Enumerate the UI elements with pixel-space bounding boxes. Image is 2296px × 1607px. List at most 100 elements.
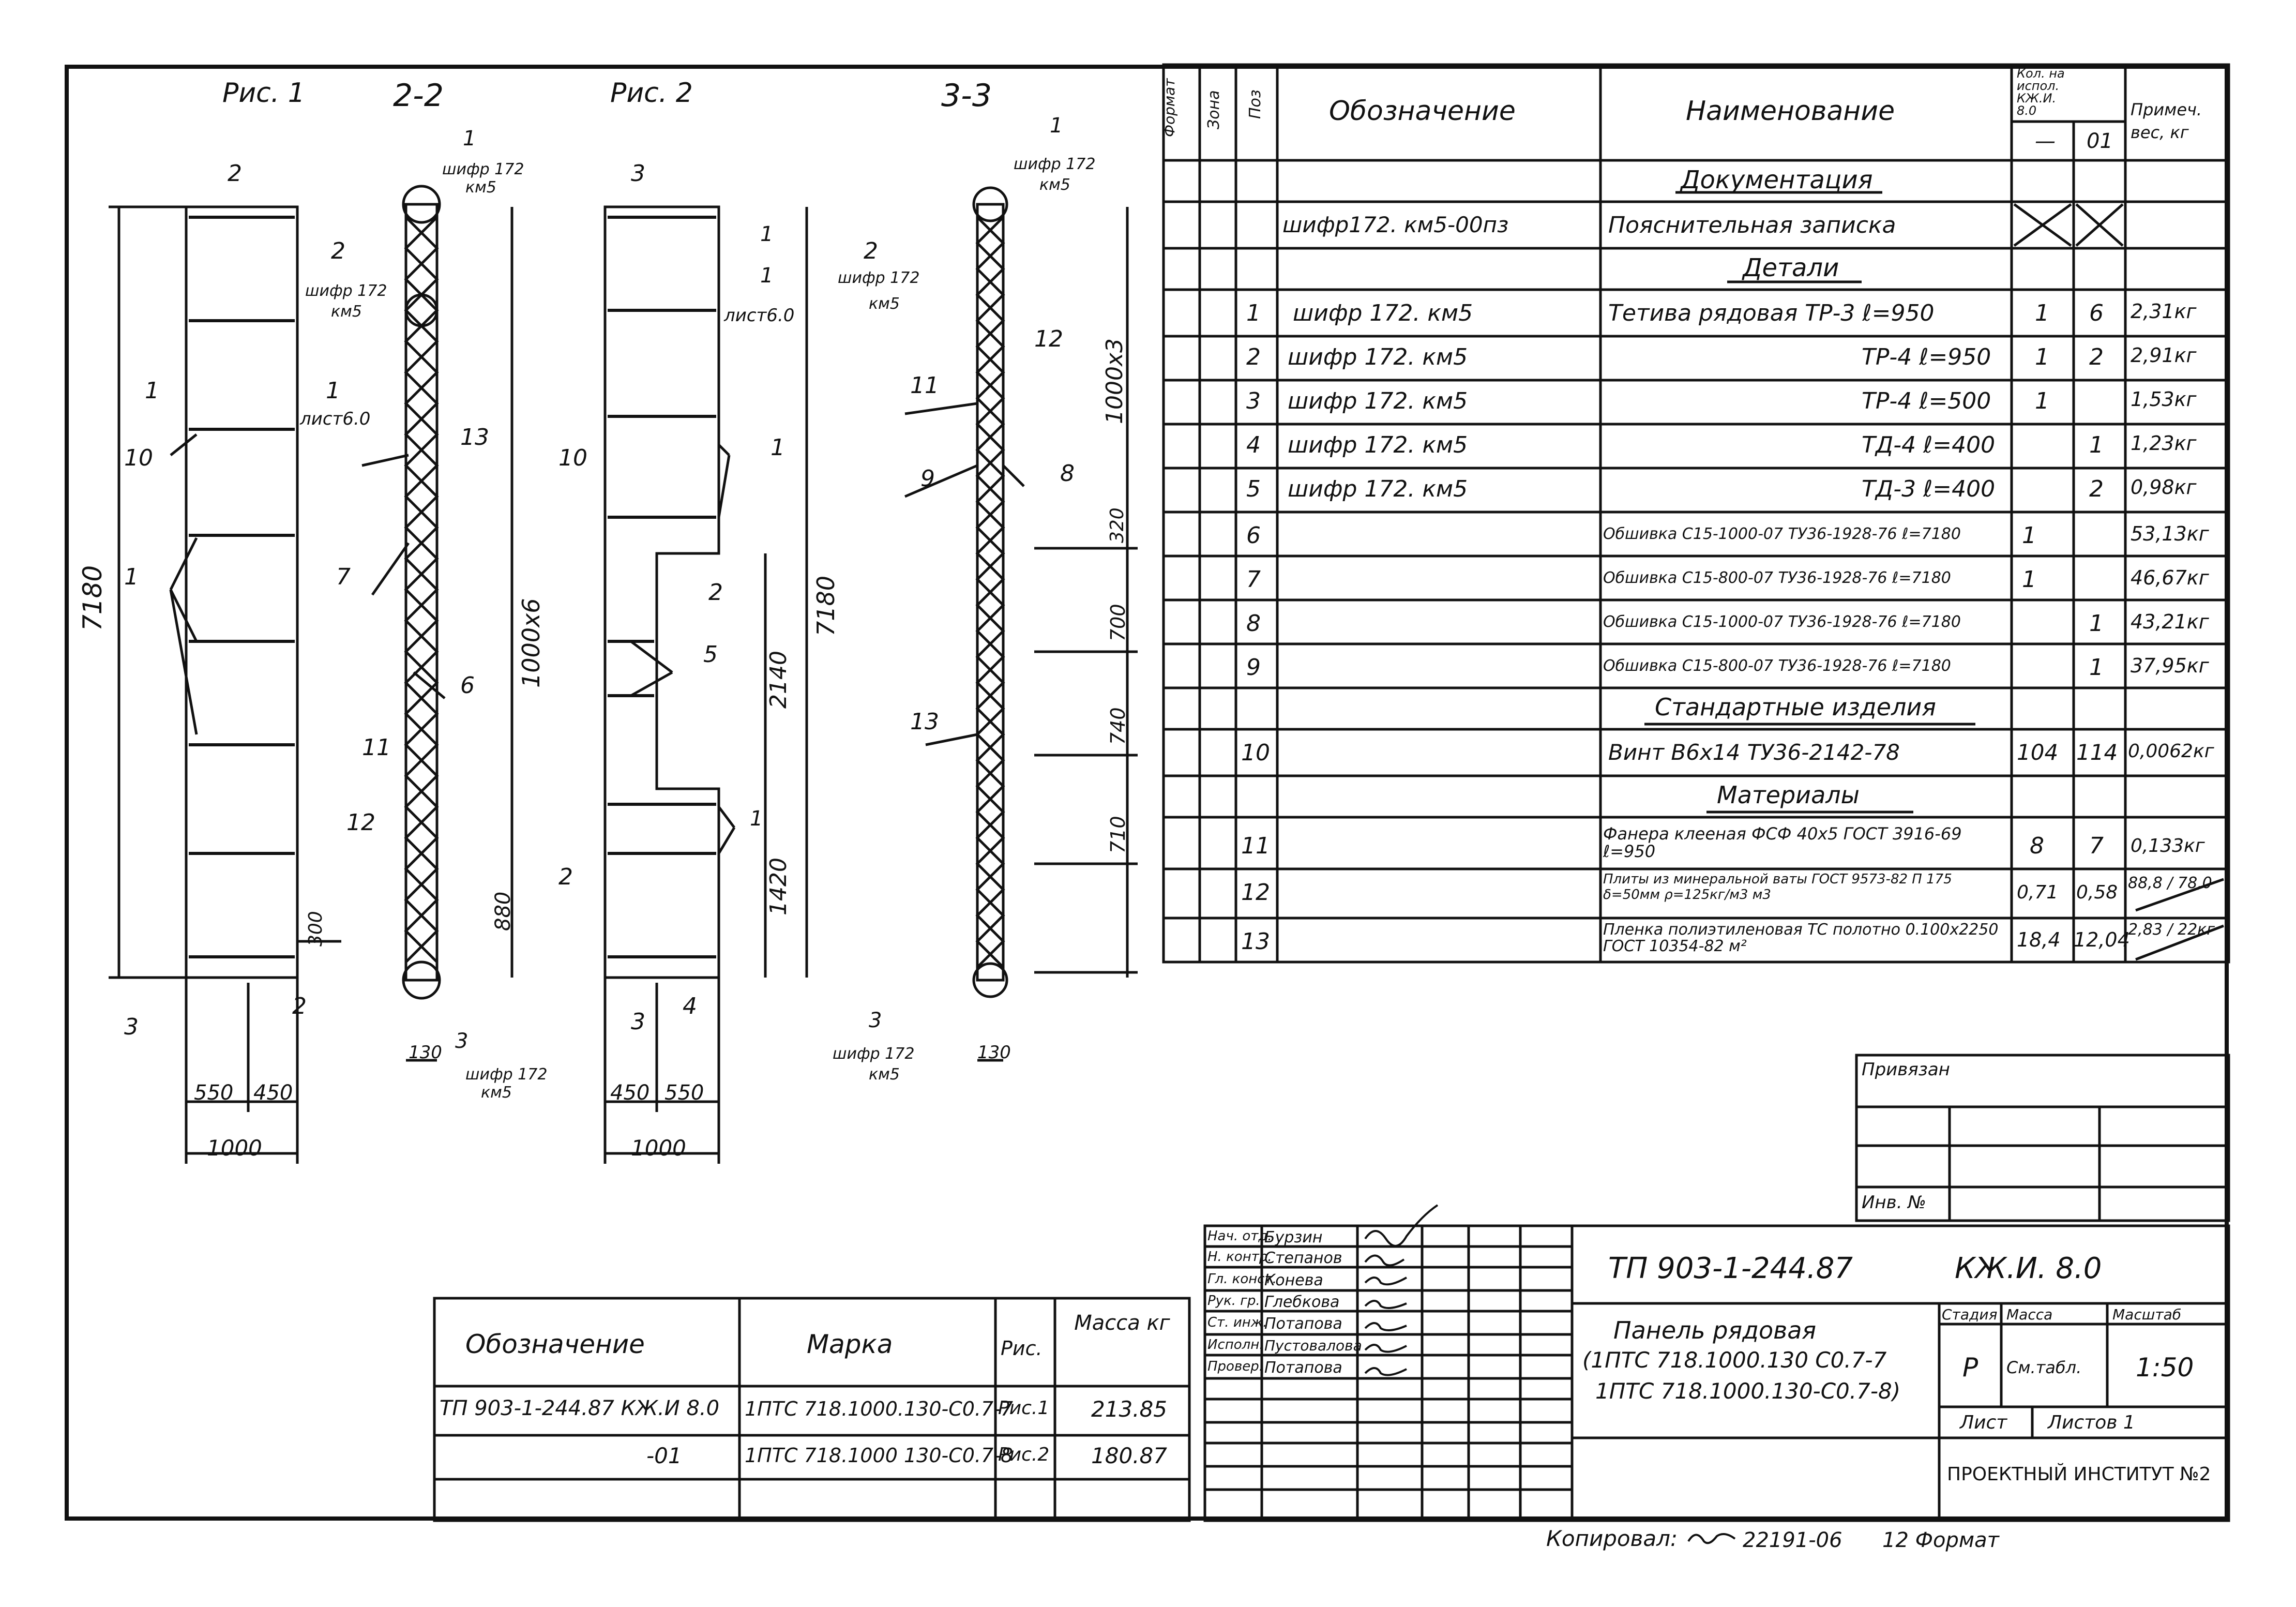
dim-130-s22: 130: [409, 1042, 442, 1063]
callout-1-fig1: 1: [124, 564, 139, 590]
ref-km5-bot-s22: км5: [481, 1084, 512, 1102]
marks-header-fig: Рис.: [1001, 1337, 1043, 1360]
marks-row-mass: 180.87: [1091, 1443, 1167, 1468]
spec-row-name: ТР-4 ℓ=950: [1862, 344, 1991, 370]
callout-1-fig2-a: 1: [760, 222, 774, 246]
spec-row-name: Обшивка С15-1000-07 ТУ36-1928-76 ℓ=7180: [1603, 613, 1961, 631]
signatures: [1364, 1204, 1439, 1376]
spec-row-qty1: 1: [2035, 388, 2049, 414]
drawing-sheet-frame: [65, 65, 2229, 1521]
spec-row-pos: 11: [1241, 833, 1270, 859]
spec-row-qty2: 2: [2089, 344, 2104, 370]
spec-row-name: ТР-4 ℓ=500: [1862, 388, 1991, 414]
spec-row-qty2: 1: [2089, 610, 2104, 637]
spec-row-qty2: 7: [2089, 833, 2104, 859]
spec-row-qty2: 6: [2089, 300, 2104, 326]
stamp-name: Пустовалова: [1264, 1337, 1362, 1354]
stamp-scale: 1:50: [2136, 1353, 2194, 1383]
spec-row-designation: шифр 172. км5: [1288, 476, 1468, 502]
spec-row-name: Фанера клееная ФСФ 40х5 ГОСТ 3916-69 ℓ=9…: [1603, 824, 1962, 861]
stamp-doc-mark: КЖ.И. 8.0: [1955, 1252, 2102, 1285]
spec-row-qty1: 18,4: [2017, 928, 2061, 951]
stamp-scale-header: Масштаб: [2112, 1306, 2182, 1323]
ref-list6-fig1: лист6.0: [300, 409, 371, 429]
spec-section-materials: Материалы: [1717, 781, 1860, 809]
spec-row-pos: 13: [1241, 928, 1270, 955]
stamp-mass-header: Масса: [2006, 1306, 2053, 1323]
footer-format: 12 Формат: [1882, 1528, 1999, 1552]
marks-row-mark: 1ПТС 718.1000 130-С0.7-8: [745, 1444, 1014, 1467]
fig1-panel-outline: [185, 205, 299, 979]
spec-header-qty-b: 01: [2087, 129, 2113, 153]
spec-row-qty1: 1: [2022, 566, 2036, 593]
marks-row-mark: 1ПТС 718.1000.130-С0.7-7: [745, 1398, 1014, 1420]
spec-row-qty2: 114: [2076, 740, 2118, 765]
spec-row-note: 0,0062кг: [2128, 741, 2214, 762]
spec-row-note: 2,91кг: [2131, 344, 2197, 367]
marks-row-fig: Рис.1: [998, 1398, 1050, 1419]
spec-row-pos: 5: [1246, 476, 1261, 502]
marks-row-designation: ТП 903-1-244.87 КЖ.И 8.0: [440, 1396, 720, 1420]
stamp-role: Гл. конст.: [1207, 1271, 1277, 1287]
spec-row-qty1: 104: [2017, 740, 2059, 765]
spec-row-note: 0,133кг: [2131, 835, 2205, 857]
stamp-title-1: Панель рядовая: [1613, 1316, 1817, 1344]
callout-2-fig1-top: 2: [228, 160, 242, 187]
ref-km5-mid-s22: км5: [331, 303, 362, 321]
ref-shifr-bot-s33: шифр 172: [833, 1045, 915, 1063]
footer-copied-label: Копировал:: [1546, 1526, 1678, 1551]
spec-row-pos: 12: [1241, 879, 1270, 906]
stamp-sheets: Листов 1: [2048, 1412, 2135, 1433]
spec-row-pos: 8: [1246, 610, 1261, 637]
spec-row-designation: шифр 172. км5: [1288, 432, 1468, 458]
spec-header-designation: Обозначение: [1329, 96, 1516, 127]
callout-13-s22: 13: [460, 424, 489, 450]
spec-row-pos: 2: [1246, 344, 1261, 370]
callout-1-fig1-left: 1: [145, 378, 159, 404]
callout-11-s33: 11: [910, 372, 939, 399]
marks-row-mass: 213.85: [1091, 1396, 1167, 1422]
spec-row-qty1: 1: [2035, 344, 2049, 370]
stamp-title-3: 1ПТС 718.1000.130-С0.7-8): [1595, 1378, 1901, 1404]
dim-550-fig1: 550: [194, 1081, 234, 1105]
ref-km5-top-s22: км5: [465, 178, 496, 197]
section33-outline: [976, 203, 1005, 982]
spec-row-note: 1,23кг: [2131, 432, 2197, 455]
callout-1-fig2-b: 1: [760, 264, 774, 288]
spec-row-pos: 9: [1246, 654, 1261, 681]
spec-header-note: Примеч. вес, кг: [2131, 100, 2202, 142]
spec-section-std: Стандартные изделия: [1655, 693, 1936, 721]
ref-shifr-top-s22: шифр 172: [442, 160, 524, 178]
marks-header-mass: Масса кг: [1074, 1311, 1170, 1335]
spec-row-note: 37,95кг: [2131, 654, 2209, 677]
callout-4-fig2: 4: [683, 993, 697, 1019]
callout-3-s33: 3: [869, 1009, 882, 1032]
section22-outline: [404, 203, 439, 982]
callout-1-fig2-c: 1: [771, 434, 785, 461]
spec-row-designation: шифр 172. км5: [1288, 344, 1468, 370]
section22-title: 2-2: [393, 78, 444, 114]
callout-1-fig1-right: 1: [326, 378, 340, 404]
spec-header-qty-a: —: [2035, 129, 2056, 153]
ref-shifr-mid-s22: шифр 172: [305, 282, 387, 300]
spec-header-qty: Кол. на испол. КЖ.И. 8.0: [2017, 66, 2065, 118]
spec-row-note: 2,31кг: [2131, 300, 2197, 323]
callout-10-fig2: 10: [558, 445, 587, 471]
spec-row-note: 43,21кг: [2131, 610, 2209, 633]
ref-km5-top-s33: км5: [1039, 176, 1070, 194]
stamp-name: Бурзин: [1264, 1228, 1323, 1246]
spec-row-note: 46,67кг: [2131, 566, 2209, 589]
marks-row-designation: -01: [646, 1443, 682, 1468]
spec-row-qty1: 0,71: [2017, 882, 2059, 903]
spec-row-pos: 10: [1241, 740, 1270, 766]
callout-3-fig2-top: 3: [631, 160, 645, 187]
dim-1000-fig2: 1000: [631, 1135, 686, 1161]
spec-row-designation: шифр 172. км5: [1293, 300, 1473, 326]
callout-2-s33: 2: [864, 238, 878, 264]
callout-2-fig1-bot: 2: [292, 993, 307, 1019]
marks-header-designation: Обозначение: [465, 1329, 645, 1359]
callout-8-s33: 8: [1060, 460, 1075, 487]
spec-header-name: Наименование: [1686, 96, 1895, 127]
